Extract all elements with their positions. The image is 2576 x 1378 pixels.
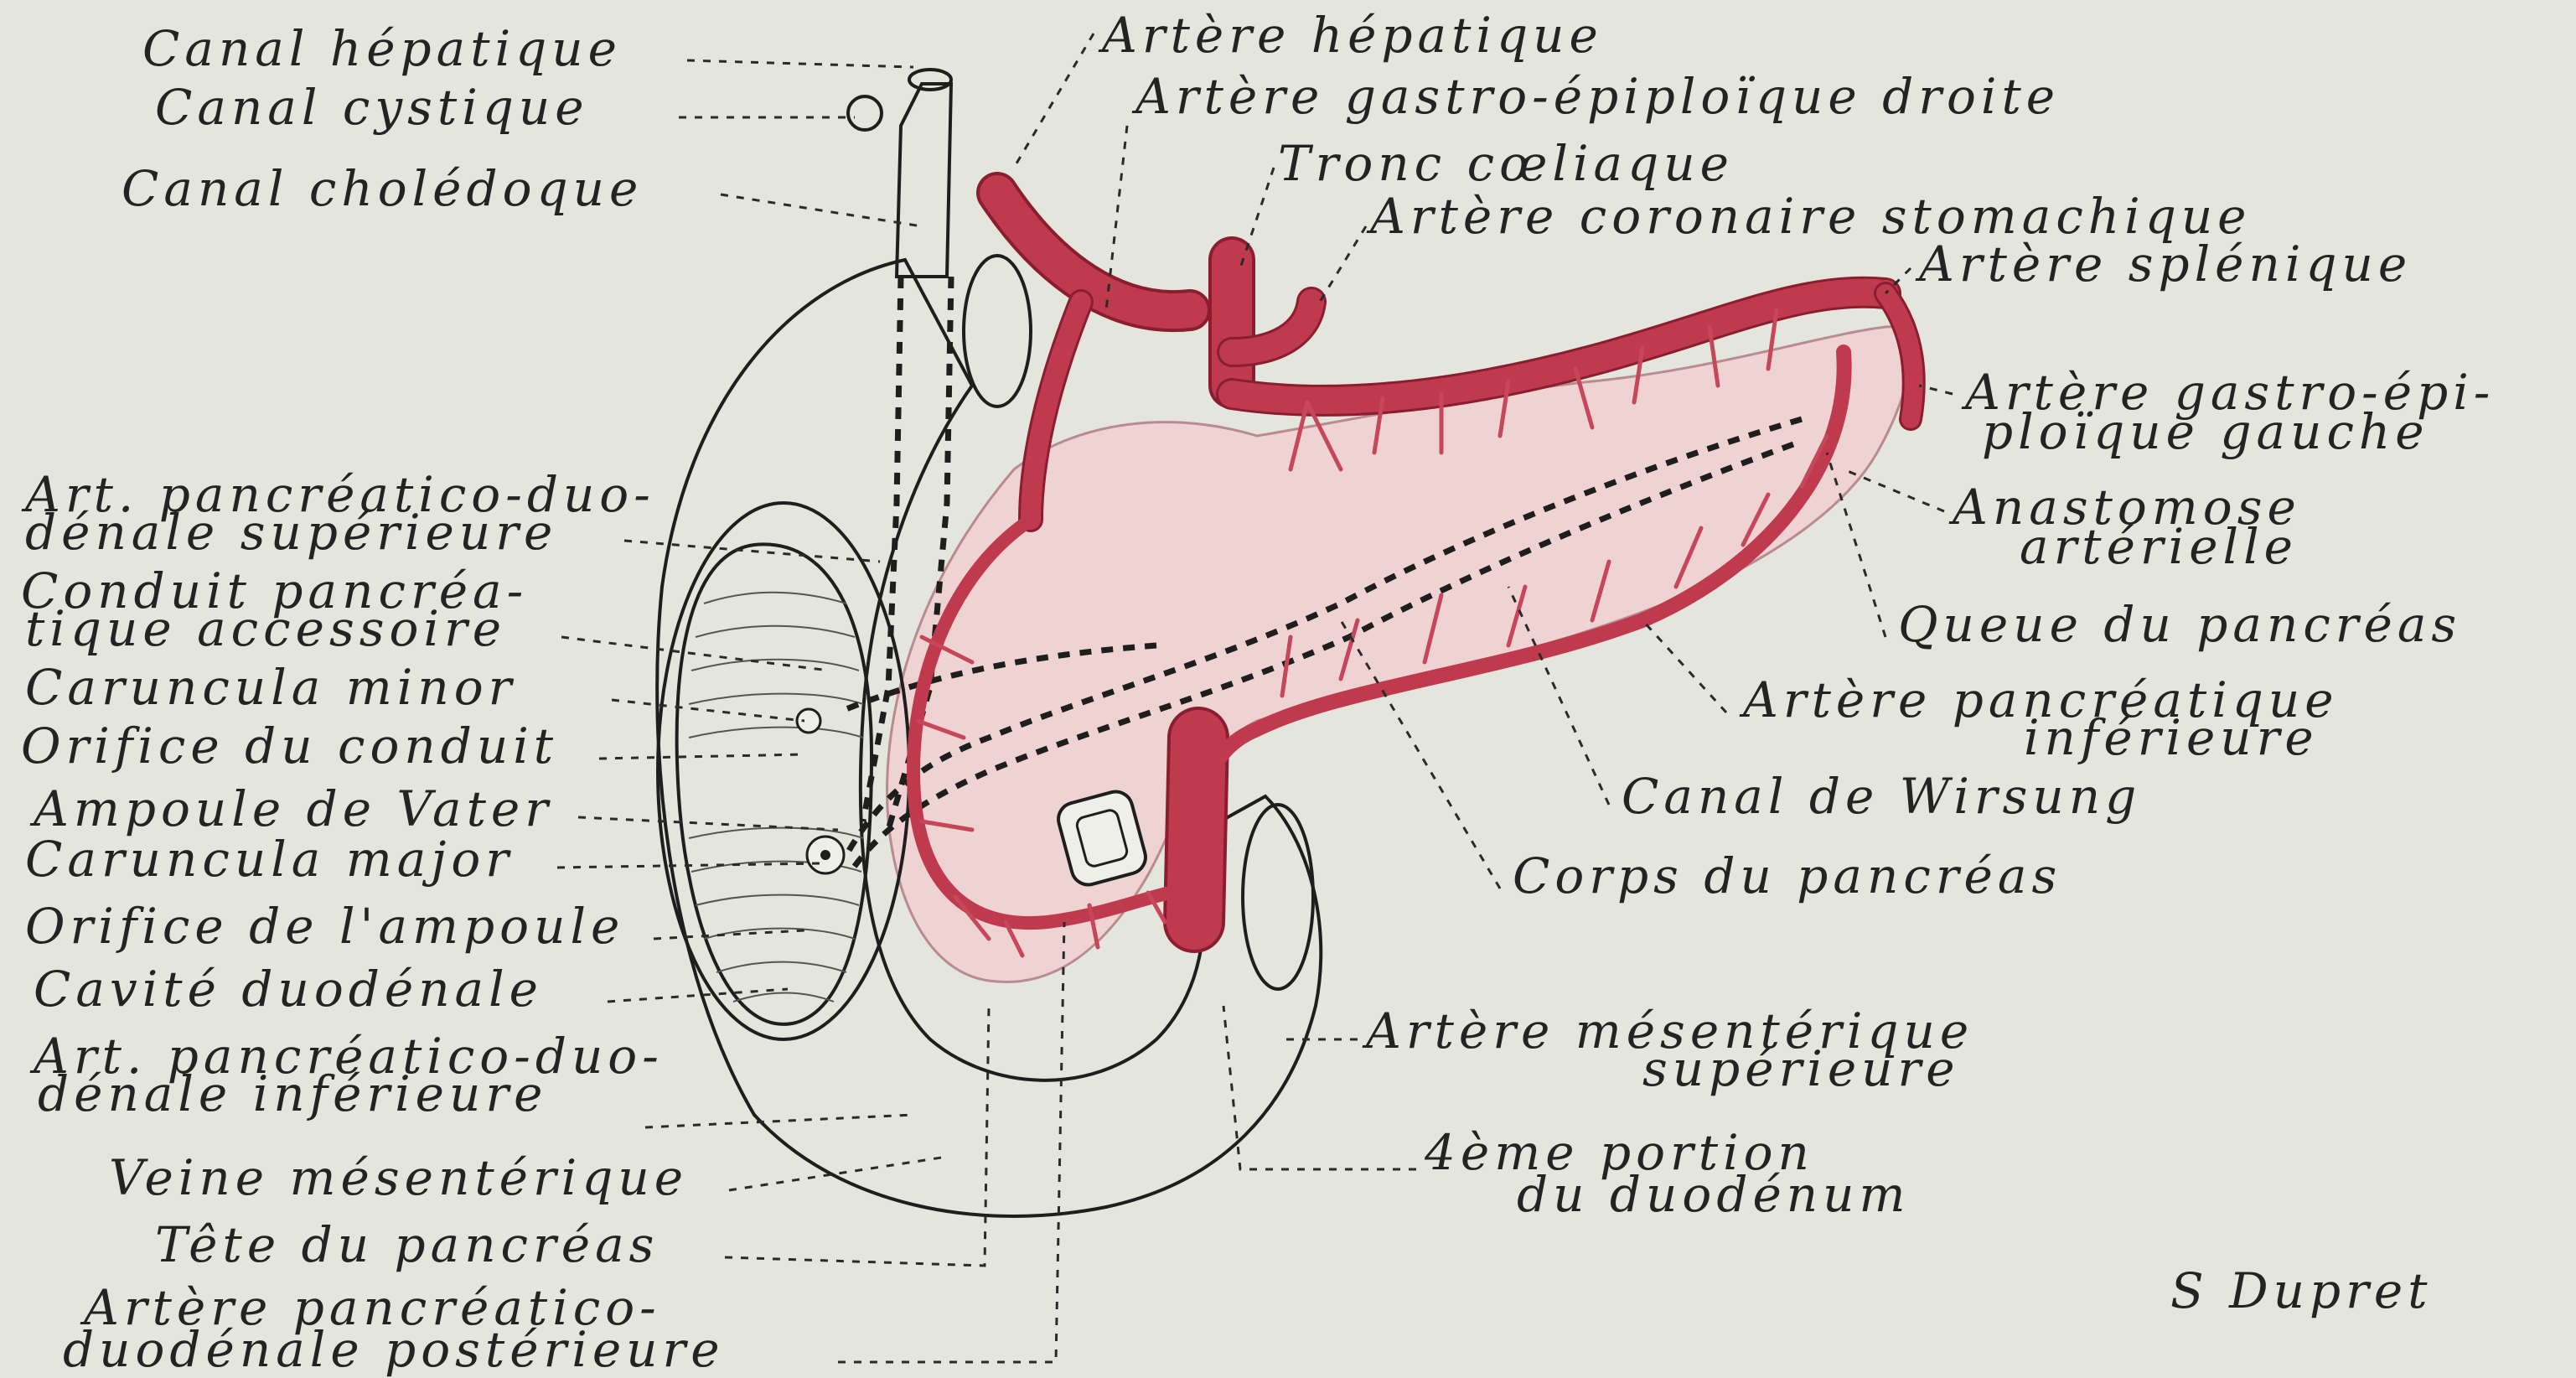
label-artere-splenique: Artère splénique xyxy=(1915,236,2412,293)
label-caruncula-minor: Caruncula minor xyxy=(25,659,516,716)
label-gastro-epi-gauche-2: ploïque gauche xyxy=(1982,403,2429,460)
label-cavite-duodenale: Cavité duodénale xyxy=(34,961,543,1018)
label-canal-hepatique: Canal hépatique xyxy=(142,20,622,77)
ampulla xyxy=(797,709,844,873)
label-canal-choledoque: Canal cholédoque xyxy=(122,160,643,217)
label-art-panc-duo-sup-2: dénale supérieure xyxy=(25,504,557,561)
label-conduit-panc-acc-2: tique accessoire xyxy=(25,600,506,657)
label-tete-pancreas: Tête du pancréas xyxy=(155,1216,659,1273)
duodenum-cut-upper xyxy=(964,256,1031,407)
cystic-duct-end xyxy=(848,96,882,130)
label-caruncula-major: Caruncula major xyxy=(25,831,514,888)
label-ampoule-vater: Ampoule de Vater xyxy=(29,780,553,837)
label-canal-cystique: Canal cystique xyxy=(155,79,589,136)
label-queue-pancreas: Queue du pancréas xyxy=(1898,596,2461,653)
label-tronc-coeliaque: Tronc cœliaque xyxy=(1278,135,1734,192)
labels-left: Canal hépatique Canal cystique Canal cho… xyxy=(21,20,725,1378)
mucosa-folds xyxy=(689,593,863,1002)
label-portion-2: du duodénum xyxy=(1517,1166,1910,1223)
label-canal-wirsung: Canal de Wirsung xyxy=(1622,768,2141,825)
duodenal-cavity-inner xyxy=(677,544,872,1023)
label-orifice-ampoule: Orifice de l'ampoule xyxy=(25,898,624,955)
artist-signature: S Dupret xyxy=(2170,1262,2433,1319)
label-veine-mesenterique: Veine mésentérique xyxy=(109,1149,688,1206)
label-corps-pancreas: Corps du pancréas xyxy=(1513,847,2061,904)
label-anastomose-2: artérielle xyxy=(2020,518,2298,575)
label-art-panc-duo-inf-2: dénale inférieure xyxy=(38,1065,547,1122)
label-mesent-sup-2: supérieure xyxy=(1642,1040,1960,1097)
label-orifice-conduit: Orifice du conduit xyxy=(21,717,558,774)
hepatic-duct-end xyxy=(909,70,951,90)
label-artere-hepatique: Artère hépatique xyxy=(1098,7,1603,64)
label-artere-gastro-epiploique-droite: Artère gastro-épiploïque droite xyxy=(1131,68,2060,125)
bile-duct xyxy=(897,84,951,277)
duodenum-cut-lower xyxy=(1243,805,1313,989)
label-art-panc-duo-post-2: duodénale postérieure xyxy=(63,1321,725,1378)
label-panc-inf-2: inférieure xyxy=(2024,709,2319,766)
